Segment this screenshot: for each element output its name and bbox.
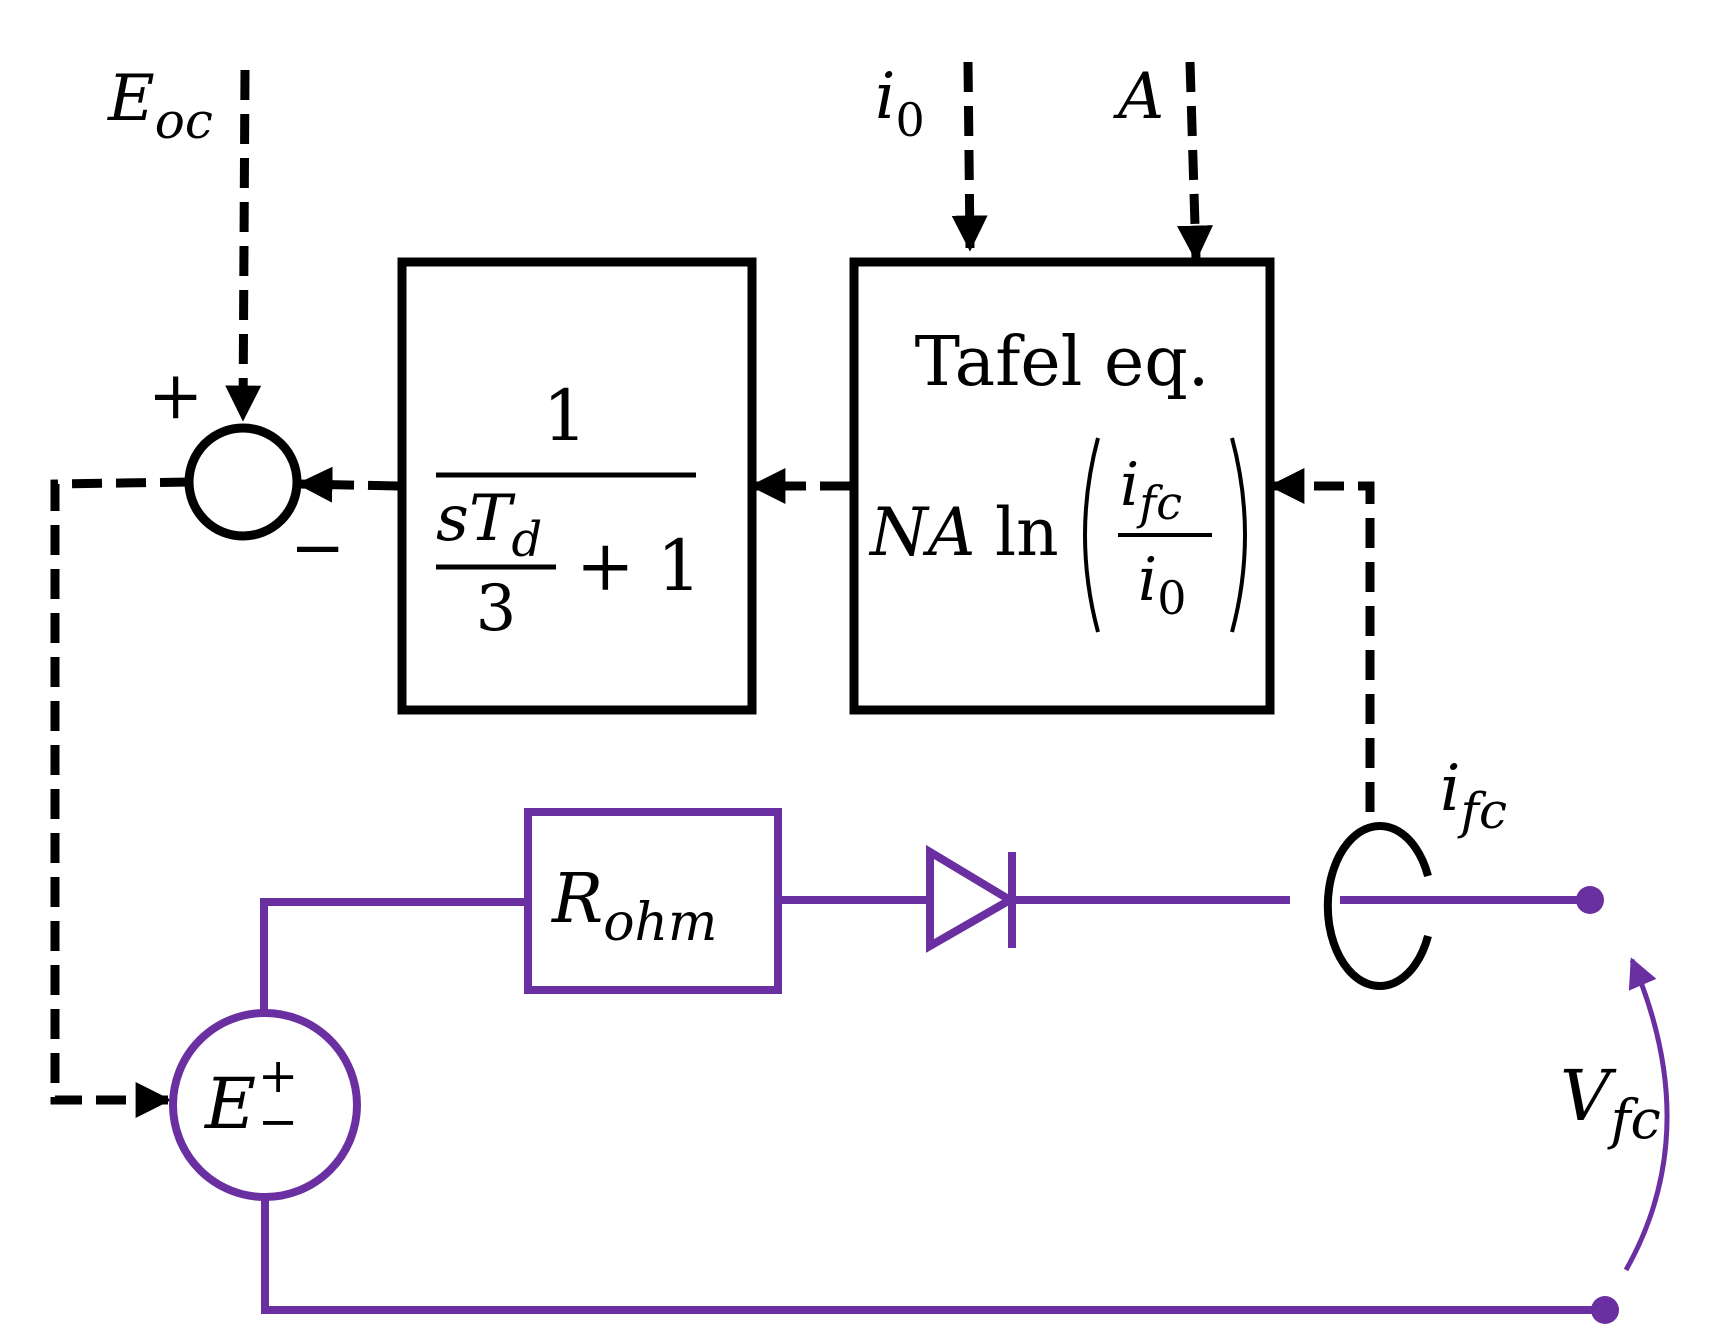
lag-plus-one: + 1 [576,525,701,607]
tafel-frac-denominator: i0 [1138,545,1186,625]
sum-plus-sign: + [148,357,203,434]
circuit-top-left-wire [260,898,528,1010]
i0-input-label: i0 [875,60,925,147]
top-terminal [1576,886,1604,914]
tafel-title: Tafel eq. [915,323,1210,402]
tafel-block [849,257,1275,715]
summing-junction [184,423,302,541]
lag-to-sum-line [296,466,399,503]
i0-signal-line [951,61,988,252]
voltage-arrow [1623,957,1670,1272]
tafel-left-paren [1083,437,1100,633]
sum-to-source-line [50,477,191,1118]
resistor-label: Rohm [550,860,717,953]
a-input-label: A [1113,60,1164,134]
lag-block [397,257,757,715]
sensor-feedback-line [1268,468,1375,812]
lag-inner-numerator: sTd [436,482,542,568]
tafel-na: NA [868,494,975,571]
current-sensor [1323,822,1432,990]
source-label: E [203,1063,256,1145]
a-signal-line [1177,61,1214,262]
tafel-right-paren [1230,437,1247,633]
source-plus: + [258,1048,298,1104]
eoc-label: Eoc [107,62,213,150]
tafel-ln: ln [995,494,1059,571]
diode-triangle [926,844,1018,953]
sensor-label: ifc [1440,752,1507,840]
lag-inner-denominator: 3 [476,572,517,646]
sum-minus-sign: − [290,509,345,586]
eoc-signal-line [225,69,262,422]
bottom-terminal [1591,1296,1619,1324]
source-minus: − [258,1094,298,1150]
tafel-frac-numerator: ifc [1120,450,1182,530]
voltage-label: Vfc [1560,1055,1661,1151]
circuit-bottom-wire [261,1197,1605,1314]
lag-numerator: 1 [543,375,588,457]
